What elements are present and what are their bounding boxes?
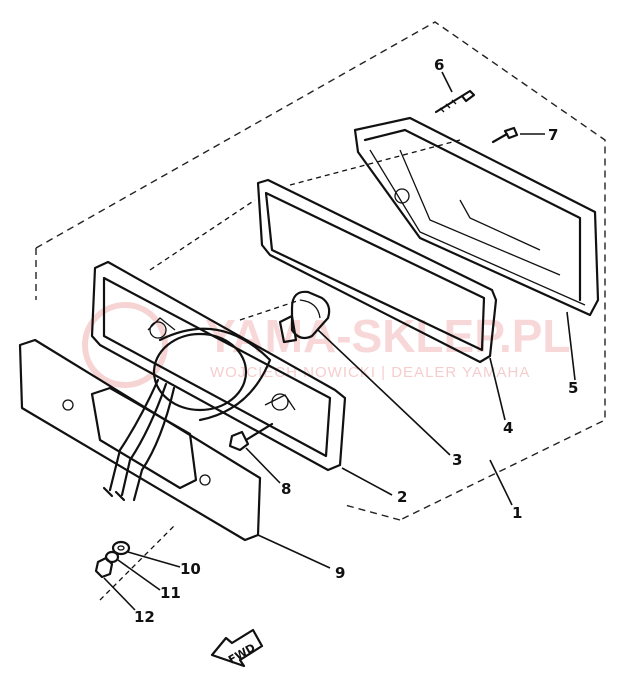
label-part-3: 3 <box>452 451 462 469</box>
label-part-2: 2 <box>397 488 407 506</box>
gasket <box>256 178 498 364</box>
label-part-8: 8 <box>281 480 291 498</box>
label-part-9: 9 <box>335 564 345 582</box>
label-part-12: 12 <box>134 608 155 626</box>
label-part-10: 10 <box>180 560 201 578</box>
label-part-6: 6 <box>434 56 444 74</box>
bolt-part-8 <box>228 422 274 452</box>
washer-part-10 <box>111 540 131 556</box>
part-numbers: 1 2 3 4 5 6 7 8 9 10 11 12 <box>134 56 578 626</box>
wire-harness <box>102 378 176 502</box>
label-part-1: 1 <box>512 504 522 522</box>
nut-part-12 <box>94 556 114 579</box>
assembly-outline <box>35 21 606 521</box>
bulb <box>278 290 331 344</box>
label-part-7: 7 <box>548 126 558 144</box>
label-part-11: 11 <box>160 584 181 602</box>
lens-housing <box>353 116 600 317</box>
label-part-4: 4 <box>503 419 513 437</box>
watermark-brand: YAMA-SKLEP.PL <box>205 310 571 362</box>
watermark-logo <box>82 302 168 388</box>
screw-part-6 <box>434 89 476 114</box>
screw-part-7 <box>491 126 519 144</box>
leader-lines <box>103 71 576 611</box>
alignment-lines <box>99 139 461 601</box>
label-part-5: 5 <box>568 379 578 397</box>
forward-direction-arrow: FWD <box>210 628 264 668</box>
base-plate <box>90 260 347 472</box>
